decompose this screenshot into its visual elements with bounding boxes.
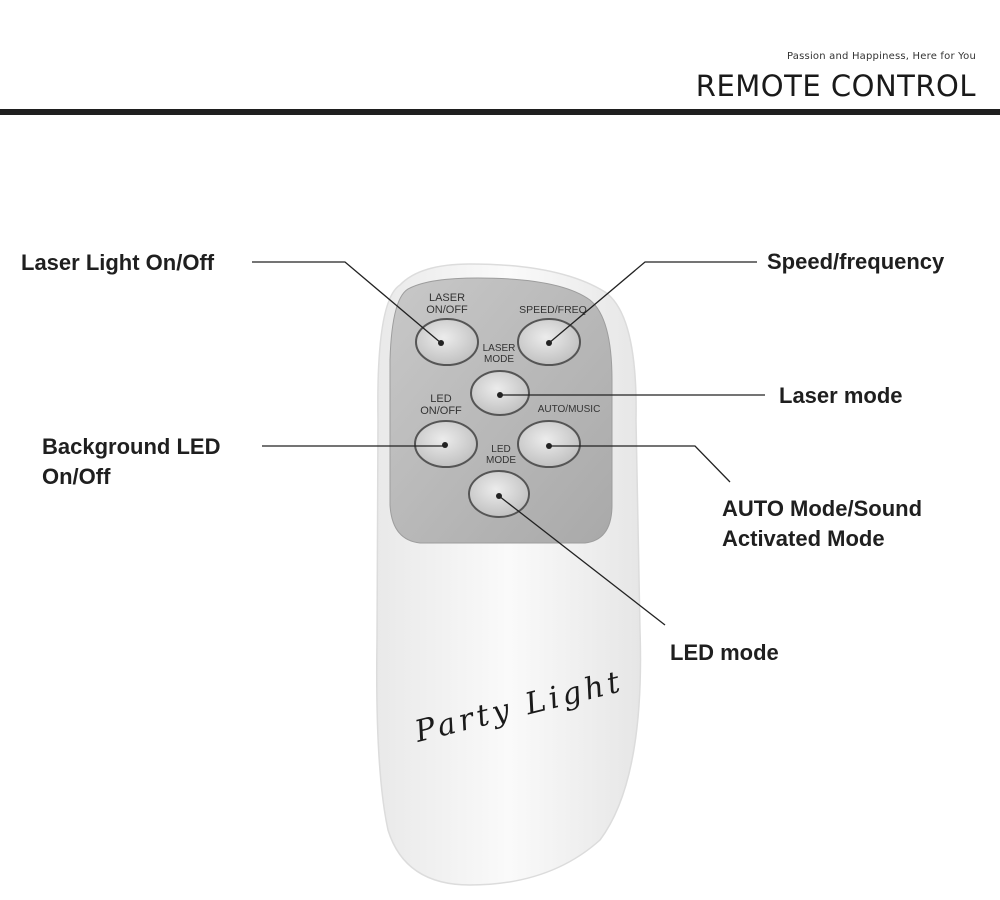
led-mode-label-2: MODE (486, 455, 516, 466)
callout-auto-mode-line2: Activated Mode (722, 526, 885, 551)
header-divider (0, 109, 1000, 115)
led-onoff-button (414, 420, 478, 468)
callout-laser-mode: Laser mode (779, 383, 903, 408)
header-tagline: Passion and Happiness, Here for You (787, 51, 976, 62)
callout-background-led-line2: On/Off (42, 464, 111, 489)
led-mode-button (468, 470, 530, 518)
callout-auto-mode-line1: AUTO Mode/Sound (722, 496, 923, 521)
leader-auto (549, 445, 731, 483)
leader-speed (548, 261, 757, 344)
leader-laser-onoff (252, 261, 442, 344)
led-mode-label-1: LED (491, 444, 510, 455)
laser-onoff-label-2: ON/OFF (426, 304, 468, 316)
leader-led-mode (498, 495, 666, 626)
callout-background-led: Background LED On/Off (42, 432, 282, 492)
auto-music-label: AUTO/MUSIC (538, 404, 601, 415)
callout-auto-mode: AUTO Mode/Sound Activated Mode (722, 494, 982, 554)
laser-mode-label-2: MODE (484, 354, 514, 365)
led-onoff-label-1: LED (430, 393, 451, 405)
led-onoff-label-2: ON/OFF (420, 405, 462, 417)
callout-speed-frequency: Speed/frequency (767, 249, 945, 274)
callout-led-mode: LED mode (670, 640, 779, 665)
laser-onoff-button (415, 318, 479, 366)
laser-onoff-label-1: LASER (429, 292, 465, 304)
speed-freq-label: SPEED/FREQ (519, 304, 587, 316)
auto-music-button (517, 420, 581, 468)
laser-mode-button (470, 370, 530, 416)
laser-mode-label-1: LASER (483, 343, 516, 354)
callout-laser-onoff: Laser Light On/Off (21, 250, 215, 275)
page-title: REMOTE CONTROL (695, 69, 976, 103)
speed-freq-button (517, 318, 581, 366)
callout-background-led-line1: Background LED (42, 434, 221, 459)
